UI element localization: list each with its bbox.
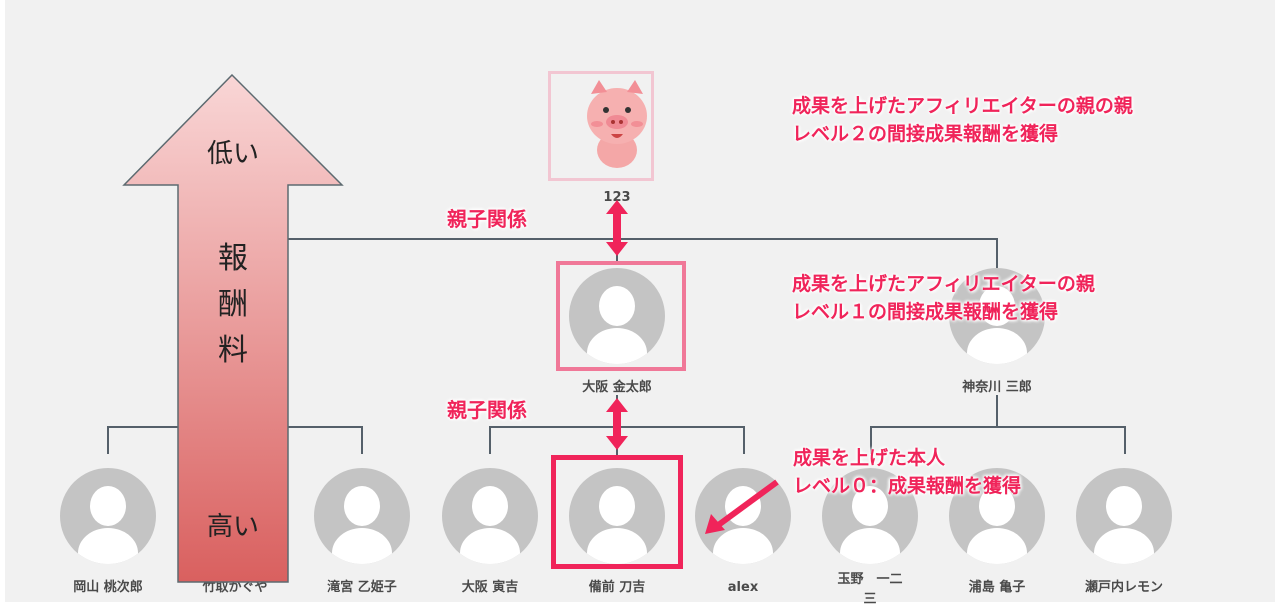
node-label: 神奈川 三郎 — [962, 380, 1032, 395]
annotation-line: レベル０：成果報酬を獲得 — [793, 475, 1022, 497]
level2-frame — [548, 71, 654, 181]
bottom-node[interactable]: 大阪 寅吉 — [430, 468, 550, 598]
connector — [743, 426, 745, 454]
relation-label: 親子関係 — [447, 398, 527, 422]
bottom-node[interactable]: 瀬戸内レモン — [1064, 468, 1184, 598]
avatar — [442, 468, 538, 564]
node-label: 大阪 金太郎 — [582, 380, 652, 395]
node-label: 浦島 亀子 — [968, 580, 1026, 595]
diagram-canvas: 123 大阪 金太郎 神奈川 三郎 岡山 桃次郎 竹取かぐや 滝宮 乙姫子 大阪… — [5, 0, 1275, 607]
avatar — [949, 468, 1045, 564]
avatar — [60, 468, 156, 564]
bottom-node[interactable]: 滝宮 乙姫子 — [302, 468, 422, 598]
node-label: 備前 刀吉 — [588, 580, 646, 595]
connector — [107, 426, 109, 454]
avatar — [314, 468, 410, 564]
avatar — [949, 268, 1045, 364]
middle-node[interactable]: 大阪 金太郎 — [557, 268, 677, 398]
level0-frame — [551, 455, 683, 569]
annotation-line: 成果を上げた本人 — [793, 447, 946, 469]
connector — [870, 426, 872, 454]
node-label: 岡山 桃次郎 — [73, 580, 143, 595]
node-label: 123 — [603, 190, 631, 205]
level1-annotation: 成果を上げたアフィリエイターの親 レベル１の間接成果報酬を獲得 — [792, 270, 1095, 326]
annotation-line: レベル２の間接成果報酬を獲得 — [792, 123, 1059, 145]
reward-up-arrow — [122, 74, 344, 583]
relation-label: 親子関係 — [447, 207, 527, 231]
level2-annotation: 成果を上げたアフィリエイターの親の親 レベル２の間接成果報酬を獲得 — [792, 92, 1133, 148]
level0-annotation: 成果を上げた本人 レベル０：成果報酬を獲得 — [793, 444, 1021, 500]
avatar — [822, 468, 918, 564]
pointer-arrow-icon — [705, 479, 779, 534]
avatar — [569, 268, 665, 364]
relation-arrow-icon — [606, 200, 628, 256]
middle-node[interactable]: 神奈川 三郎 — [937, 268, 1057, 398]
connector — [996, 238, 998, 268]
connector — [996, 395, 998, 428]
bottom-node[interactable]: 備前 刀吉 — [557, 468, 677, 598]
level1-frame — [556, 261, 686, 371]
reward-low-label: 低い — [206, 139, 259, 169]
node-label: alex — [727, 580, 759, 595]
bottom-node[interactable]: 浦島 亀子 — [937, 468, 1057, 598]
node-label: 玉野 一二三 — [837, 572, 903, 607]
bottom-node[interactable]: 岡山 桃次郎 — [48, 468, 168, 598]
reward-title: 報酬料 — [218, 241, 248, 368]
reward-high-label: 高い — [206, 512, 259, 542]
connector — [489, 426, 491, 454]
node-label: 瀬戸内レモン — [1084, 580, 1163, 595]
relation-arrow-icon — [606, 398, 628, 450]
top-node[interactable]: 123 — [557, 78, 677, 208]
avatar — [1076, 468, 1172, 564]
connector — [288, 238, 998, 240]
node-label: 滝宮 乙姫子 — [327, 580, 397, 595]
annotation-line: 成果を上げたアフィリエイターの親 — [792, 273, 1095, 295]
annotation-line: 成果を上げたアフィリエイターの親の親 — [792, 95, 1133, 117]
bottom-node[interactable]: 玉野 一二三 — [810, 468, 930, 610]
connector — [361, 426, 363, 454]
annotation-line: レベル１の間接成果報酬を獲得 — [792, 301, 1059, 323]
node-label: 大阪 寅吉 — [461, 580, 519, 595]
pig-icon — [587, 80, 647, 168]
connector — [870, 426, 1126, 428]
node-label: 竹取かぐや — [202, 580, 268, 595]
connector — [1124, 426, 1126, 454]
avatar — [569, 468, 665, 564]
